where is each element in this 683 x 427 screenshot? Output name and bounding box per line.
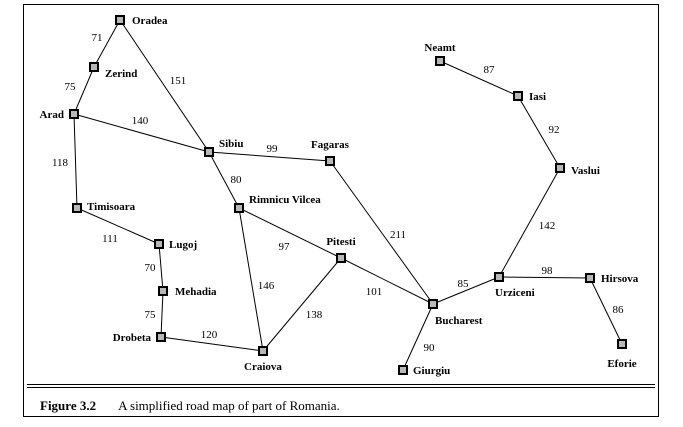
city-node-rimnicu [234, 203, 244, 213]
city-label-timisoara: Timisoara [87, 201, 136, 213]
road-oradea-sibiu [119, 19, 210, 153]
city-node-mehadia [158, 286, 168, 296]
city-node-lugoj [154, 239, 164, 249]
city-label-rimnicu: Rimnicu Vilcea [249, 194, 321, 206]
distance-label-mehadia-drobeta: 75 [145, 309, 157, 321]
distance-label-rimnicu-pitesti: 97 [279, 241, 291, 253]
road-arad-sibiu [73, 113, 210, 153]
distance-label-pitesti-bucharest: 101 [366, 286, 383, 298]
distance-label-urziceni-hirsova: 98 [542, 265, 554, 277]
road-zerind-arad [73, 66, 95, 115]
city-label-giurgiu: Giurgiu [413, 365, 450, 377]
city-labels-layer: OradeaZerindAradTimisoaraLugojMehadiaDro… [40, 15, 639, 377]
city-node-eforie [617, 339, 627, 349]
distance-label-timisoara-lugoj: 111 [102, 233, 118, 245]
city-label-hirsova: Hirsova [601, 273, 639, 285]
road-craiova-pitesti [262, 257, 342, 352]
figure-number: Figure 3.2 [40, 398, 97, 413]
road-lugoj-mehadia [158, 243, 164, 292]
city-label-mehadia: Mehadia [175, 286, 217, 298]
figure-frame [23, 4, 659, 417]
distance-label-drobeta-craiova: 120 [201, 329, 218, 341]
road-iasi-neamt [439, 60, 519, 97]
city-node-giurgiu [398, 365, 408, 375]
city-label-sibiu: Sibiu [219, 138, 243, 150]
road-vaslui-iasi [517, 95, 561, 169]
distance-label-vaslui-iasi: 92 [549, 124, 560, 136]
city-node-sibiu [204, 147, 214, 157]
road-sibiu-rimnicu [208, 151, 240, 209]
road-urziceni-hirsova [498, 276, 591, 279]
distance-label-hirsova-eforie: 86 [613, 304, 625, 316]
city-node-oradea [115, 15, 125, 25]
distance-label-craiova-pitesti: 138 [306, 309, 323, 321]
caption-divider-inner [27, 387, 655, 388]
distance-label-oradea-sibiu: 151 [170, 75, 187, 87]
road-mehadia-drobeta [160, 290, 164, 338]
city-node-timisoara [72, 203, 82, 213]
distance-label-iasi-neamt: 87 [484, 64, 496, 76]
city-label-eforie: Eforie [607, 358, 636, 370]
distance-label-rimnicu-craiova: 146 [258, 280, 275, 292]
road-sibiu-fagaras [208, 151, 331, 162]
road-rimnicu-pitesti [238, 207, 342, 259]
distance-label-oradea-zerind: 71 [92, 32, 103, 44]
city-label-bucharest: Bucharest [435, 315, 483, 327]
city-node-drobeta [156, 332, 166, 342]
distance-label-sibiu-rimnicu: 80 [231, 174, 243, 186]
road-bucharest-giurgiu [402, 303, 434, 371]
caption-divider [27, 384, 655, 385]
distance-label-lugoj-mehadia: 70 [145, 262, 157, 274]
figure-caption: Figure 3.2 A simplified road map of part … [40, 398, 340, 414]
distance-label-sibiu-fagaras: 99 [267, 143, 279, 155]
city-label-vaslui: Vaslui [571, 165, 600, 177]
city-node-fagaras [325, 156, 335, 166]
road-pitesti-bucharest [340, 257, 434, 305]
city-label-drobeta: Drobeta [113, 332, 152, 344]
road-urziceni-vaslui [498, 167, 561, 278]
city-label-arad: Arad [40, 109, 64, 121]
road-rimnicu-craiova [238, 207, 264, 352]
distance-label-urziceni-vaslui: 142 [539, 220, 556, 232]
distance-label-arad-timisoara: 118 [52, 157, 69, 169]
distance-label-bucharest-urziceni: 85 [458, 278, 470, 290]
road-fagaras-bucharest [329, 160, 434, 305]
city-node-bucharest [428, 299, 438, 309]
road-timisoara-lugoj [76, 207, 160, 245]
city-node-vaslui [555, 163, 565, 173]
city-node-urziceni [494, 272, 504, 282]
city-node-zerind [89, 62, 99, 72]
city-label-pitesti: Pitesti [326, 236, 355, 248]
city-label-iasi: Iasi [529, 91, 546, 103]
distance-label-zerind-arad: 75 [65, 81, 77, 93]
distance-label-arad-sibiu: 140 [132, 115, 149, 127]
city-label-urziceni: Urziceni [495, 287, 535, 299]
city-node-craiova [258, 346, 268, 356]
city-node-pitesti [336, 253, 346, 263]
road-bucharest-urziceni [432, 276, 500, 305]
city-label-lugoj: Lugoj [169, 239, 197, 251]
city-label-fagaras: Fagaras [311, 139, 350, 151]
city-label-neamt: Neamt [424, 42, 455, 54]
city-label-craiova: Craiova [244, 361, 282, 373]
distance-labels-layer: 71 75 151 140 118 111 70 75 120 99 80 97 146 138 211 10… [52, 32, 624, 354]
roads-layer [73, 19, 623, 371]
city-label-zerind: Zerind [105, 68, 137, 80]
road-hirsova-eforie [589, 277, 623, 345]
distance-label-bucharest-giurgiu: 90 [424, 342, 436, 354]
city-node-iasi [513, 91, 523, 101]
city-nodes-layer [69, 15, 627, 375]
city-node-arad [69, 109, 79, 119]
road-oradea-zerind [93, 19, 121, 68]
road-drobeta-craiova [160, 336, 264, 352]
distance-label-fagaras-bucharest: 211 [390, 229, 406, 241]
city-node-neamt [435, 56, 445, 66]
figure-caption-text: A simplified road map of part of Romania… [118, 398, 340, 413]
city-label-oradea: Oradea [132, 15, 168, 27]
city-node-hirsova [585, 273, 595, 283]
road-arad-timisoara [73, 113, 78, 209]
